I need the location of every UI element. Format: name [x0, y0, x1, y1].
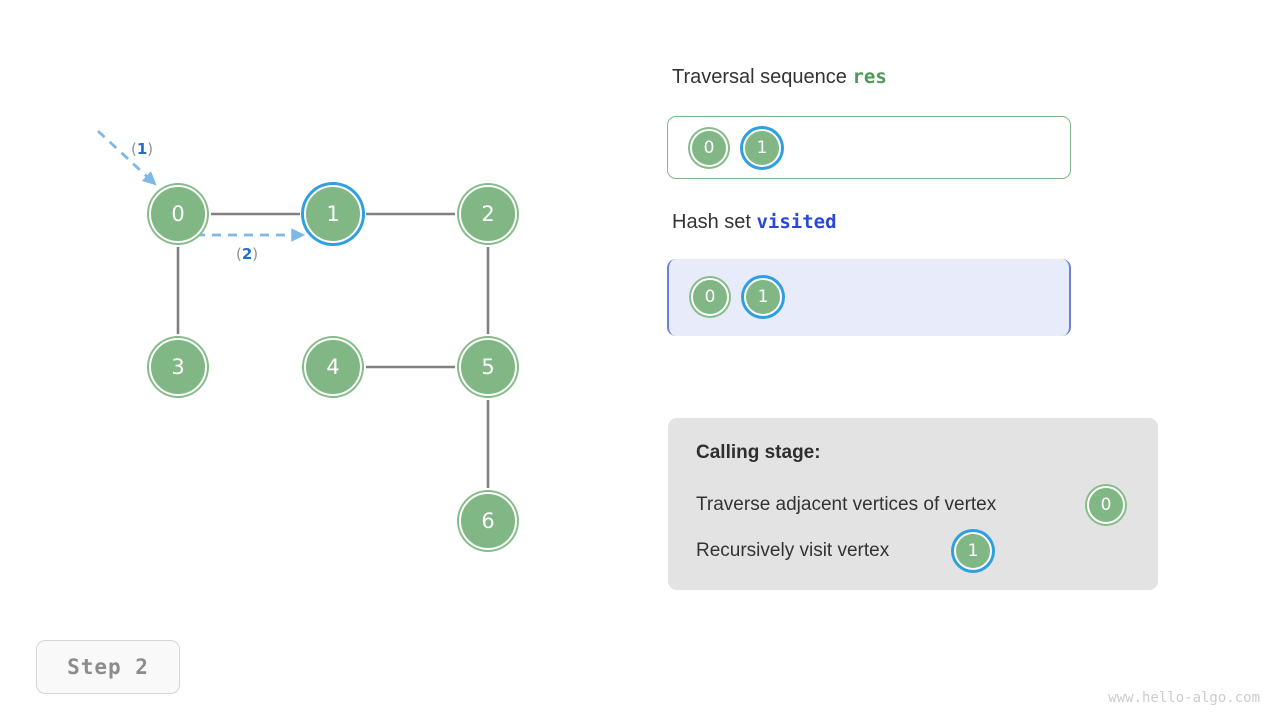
visited-heading: Hash set visited [672, 211, 837, 234]
graph-node-4-label: 4 [326, 354, 340, 379]
watermark: www.hello-algo.com [1108, 690, 1260, 706]
calling-stage-line-2: Recursively visit vertex [696, 540, 889, 562]
calling-stage-line-1: Traverse adjacent vertices of vertex [696, 494, 996, 516]
watermark-text: www.hello-algo.com [1108, 690, 1260, 706]
visited-item-0-label: 0 [704, 286, 716, 307]
graph-panel: (1) (2) 0 1 2 3 4 5 6 [97, 129, 517, 550]
step-badge: Step 2 [36, 640, 180, 694]
graph-node-2[interactable]: 2 [459, 185, 517, 243]
graph-node-4[interactable]: 4 [304, 338, 362, 396]
arrow-label-1-open: ( [131, 140, 137, 158]
graph-node-5-label: 5 [481, 354, 495, 379]
graph-node-0[interactable]: 0 [149, 185, 207, 243]
calling-stage-node-1-label: 1 [967, 540, 979, 561]
traversal-arrow-1 [97, 129, 157, 186]
side-panel: Traversal sequence res 0 1 Hash set visi… [666, 0, 1280, 720]
res-item-1-label: 1 [756, 137, 768, 158]
calling-stage-line-2-text: Recursively visit vertex [696, 540, 890, 561]
graph-node-5[interactable]: 5 [459, 338, 517, 396]
res-container: 0 1 [667, 116, 1071, 179]
step-badge-label: Step 2 [67, 655, 149, 679]
graph-node-1-label: 1 [326, 201, 340, 226]
traversal-arrow-group [97, 129, 306, 242]
calling-stage-line-1-text: Traverse adjacent vertices of vertex [696, 494, 997, 515]
graph-edges-svg [97, 129, 490, 488]
calling-stage-panel: Calling stage: Traverse adjacent vertice… [668, 418, 1158, 590]
visited-heading-text: Hash set [672, 211, 757, 233]
visited-item-1-label: 1 [757, 286, 769, 307]
res-item-0-label: 0 [703, 137, 715, 158]
calling-stage-node-0-label: 0 [1100, 494, 1112, 515]
arrow-label-2-open: ( [236, 245, 242, 263]
edge-group [176, 212, 490, 488]
visited-container: 0 1 [667, 259, 1071, 336]
calling-stage-node-0[interactable]: 0 [1087, 486, 1125, 524]
graph-node-2-label: 2 [481, 201, 495, 226]
arrow-label-1: (1) [131, 140, 153, 158]
visited-item-0[interactable]: 0 [691, 278, 729, 316]
res-heading-text: Traversal sequence [672, 66, 853, 88]
visited-item-1[interactable]: 1 [744, 278, 782, 316]
res-item-0[interactable]: 0 [690, 129, 728, 167]
res-item-1[interactable]: 1 [743, 129, 781, 167]
graph-node-3-label: 3 [171, 354, 185, 379]
arrow-label-2-close: ) [252, 245, 259, 263]
res-heading-code: res [852, 66, 887, 88]
visited-heading-code: visited [756, 211, 837, 233]
calling-stage-node-1[interactable]: 1 [954, 532, 992, 570]
arrow-label-2: (2) [236, 245, 258, 263]
calling-stage-title: Calling stage: [696, 442, 821, 463]
arrow-label-1-number: 1 [136, 140, 148, 158]
res-heading: Traversal sequence res [672, 66, 887, 89]
arrow-label-2-number: 2 [241, 245, 253, 263]
graph-node-6[interactable]: 6 [459, 492, 517, 550]
graph-node-6-label: 6 [481, 508, 495, 533]
graph-node-0-label: 0 [171, 201, 185, 226]
graph-node-1[interactable]: 1 [304, 185, 362, 243]
graph-node-3[interactable]: 3 [149, 338, 207, 396]
arrow-label-1-close: ) [147, 140, 154, 158]
